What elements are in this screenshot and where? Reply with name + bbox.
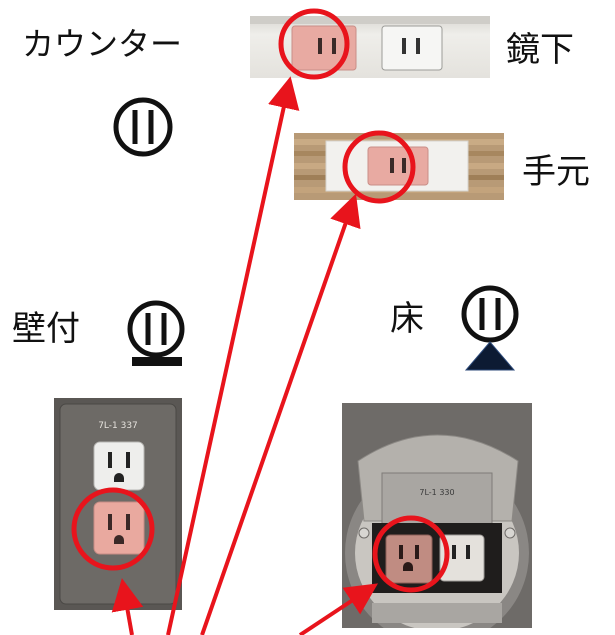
floor-plate-marking: 7L-1 330 [419,488,454,497]
wall-outlet-photo: 7L-1 337 [54,398,182,610]
arrow-to-at-hand [200,193,361,635]
arrow-to-floor [298,583,379,635]
floor-label: 床 [390,299,424,339]
at-hand-label: 手元 [522,152,590,192]
arrow-to-under-mirror [166,76,300,635]
under-mirror-label: 鏡下 [506,30,574,70]
counter-label: カウンター [22,25,183,63]
highlight-ring-under-mirror [278,8,350,80]
arrow-to-wall [111,578,144,635]
highlight-ring-at-hand [342,130,416,204]
highlight-ring-floor [372,515,450,593]
outlet-circle-icon [113,97,173,157]
counter-outlet-symbol [113,97,173,157]
outlet-wall-mounted-icon [127,300,185,366]
wall-outlet-symbol [127,300,185,366]
wall-label: 壁付 [12,309,80,349]
wall-plate-marking: 7L-1 337 [98,421,138,431]
highlight-ring-wall [71,487,155,571]
floor-outlet-photo: 7L-1 330 [342,403,532,628]
floor-outlet-symbol [461,285,519,371]
outlet-floor-triangle-icon [461,285,519,371]
